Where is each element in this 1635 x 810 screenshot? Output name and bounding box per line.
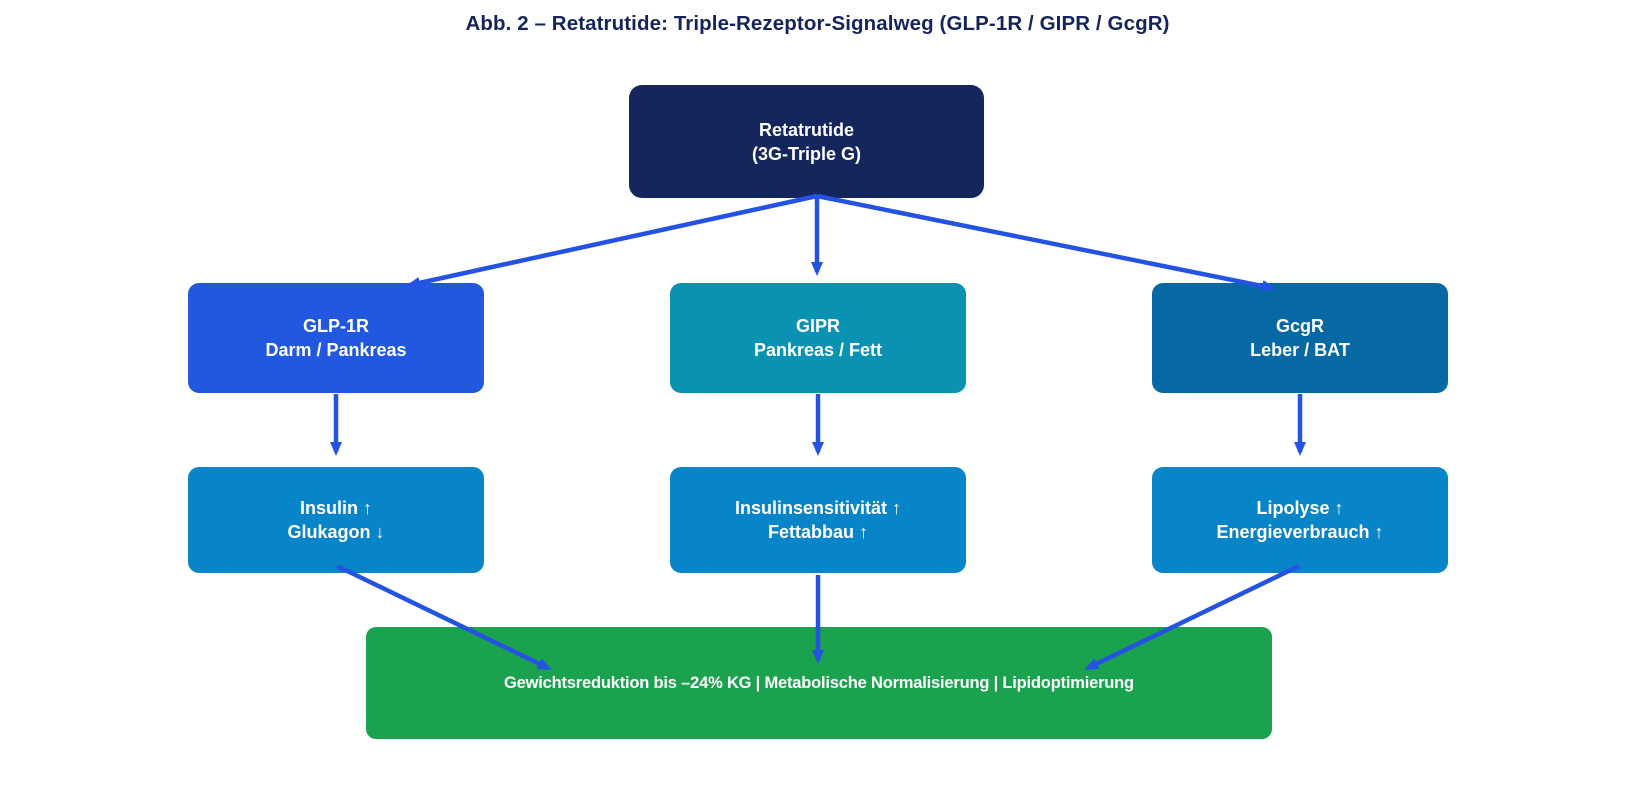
figure-title: Abb. 2 – Retatrutide: Triple-Rezeptor-Si… <box>465 12 1170 35</box>
node-effect-gcgr-line2: Energieverbrauch ↑ <box>1216 522 1384 542</box>
arrow-source-to-gcgr <box>816 193 1276 292</box>
node-gcgr-title: GcgR <box>1275 316 1324 336</box>
node-glp1r-title: GLP-1R <box>302 316 369 336</box>
node-retatrutide-title: Retatrutide <box>758 119 854 140</box>
node-effect-gipr: Insulinsensitivität ↑ Fettabbau ↑ <box>670 467 966 573</box>
node-effect-glp1r: Insulin ↑ Glukagon ↓ <box>188 467 484 573</box>
node-effect-gipr-line1: Insulinsensitivität ↑ <box>734 498 902 518</box>
node-gcgr: GcgR Leber / BAT <box>1152 283 1448 393</box>
node-retatrutide-subtitle: (3G-Triple G) <box>751 143 861 164</box>
node-gcgr-subtitle: Leber / BAT <box>1250 340 1350 360</box>
node-effect-glp1r-line1: Insulin ↑ <box>300 498 372 518</box>
node-gipr-subtitle: Pankreas / Fett <box>753 340 883 360</box>
node-effect-gcgr-line1: Lipolyse ↑ <box>1256 498 1344 518</box>
node-retatrutide: Retatrutide (3G-Triple G) <box>629 85 984 198</box>
node-glp1r-subtitle: Darm / Pankreas <box>265 340 407 360</box>
node-gipr: GIPR Pankreas / Fett <box>670 283 966 393</box>
node-outcome: Gewichtsreduktion bis –24% KG | Metaboli… <box>366 627 1272 739</box>
arrow-source-to-glp1r <box>406 193 818 289</box>
node-gipr-title: GIPR <box>795 316 840 336</box>
node-effect-gipr-line2: Fettabbau ↑ <box>767 522 868 542</box>
node-effect-gcgr: Lipolyse ↑ Energieverbrauch ↑ <box>1152 467 1448 573</box>
node-effect-glp1r-line2: Glukagon ↓ <box>287 522 385 542</box>
node-outcome-label: Gewichtsreduktion bis –24% KG | Metaboli… <box>504 674 1134 692</box>
node-glp1r: GLP-1R Darm / Pankreas <box>188 283 484 393</box>
